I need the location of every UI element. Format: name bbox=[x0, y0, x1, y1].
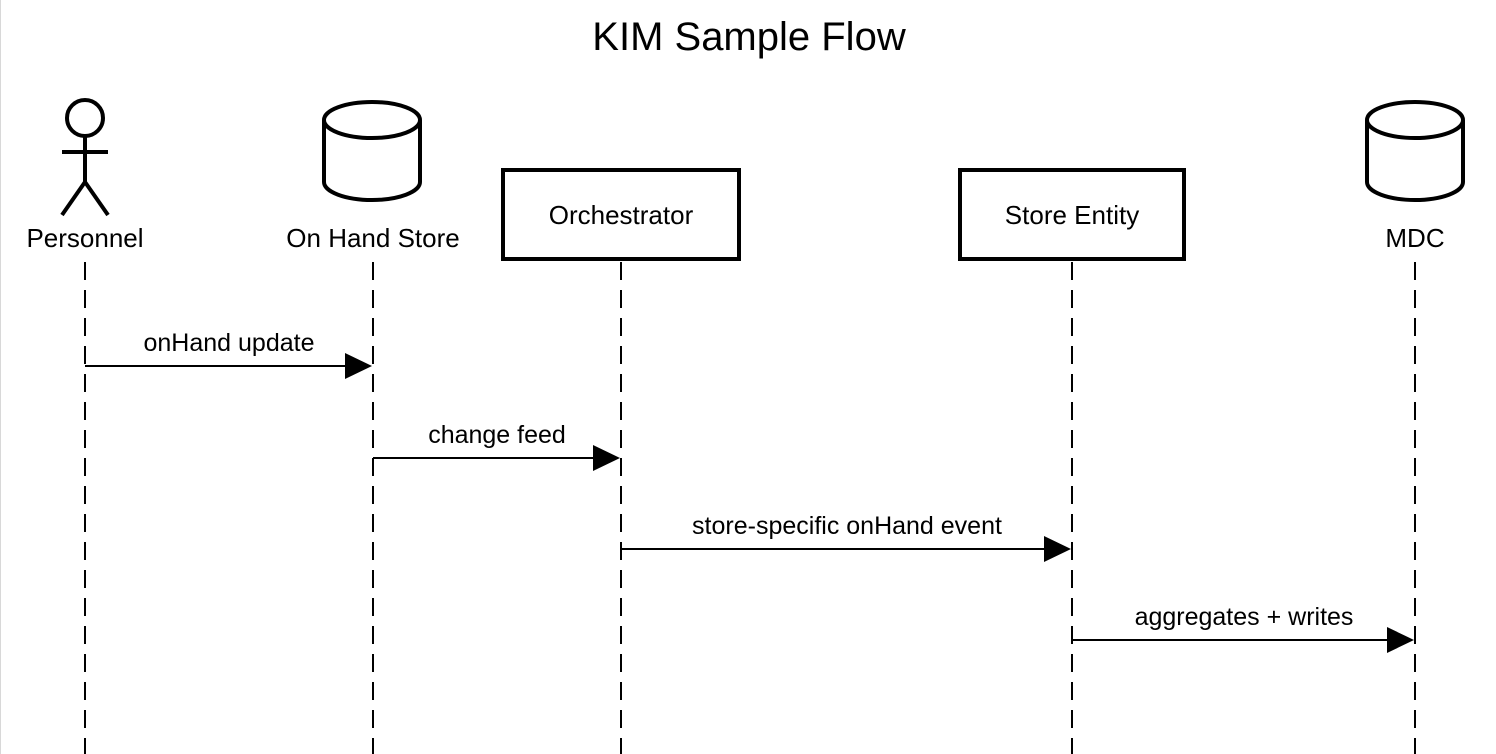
message-change-feed: change feed bbox=[373, 421, 620, 471]
database-icon bbox=[322, 100, 422, 202]
participant-orchestrator: Orchestrator bbox=[501, 168, 741, 261]
arrowhead-icon bbox=[593, 445, 620, 471]
arrowhead-icon bbox=[1387, 627, 1414, 653]
participant-mdc: MDC bbox=[1365, 100, 1465, 253]
actor-icon bbox=[60, 98, 110, 217]
participant-label-orchestrator: Orchestrator bbox=[549, 200, 694, 230]
message-store-specific-onhand-event: store-specific onHand event bbox=[621, 512, 1071, 562]
message-label: change feed bbox=[428, 421, 566, 449]
arrowhead-icon bbox=[345, 353, 372, 379]
participant-label-on-hand-store: On Hand Store bbox=[286, 223, 459, 253]
participant-box-orchestrator bbox=[501, 168, 741, 261]
arrowhead-icon bbox=[1044, 536, 1071, 562]
message-aggregates-writes: aggregates + writes bbox=[1072, 603, 1414, 653]
message-label: onHand update bbox=[144, 329, 315, 357]
participant-label-personnel: Personnel bbox=[26, 223, 143, 253]
participant-label-mdc: MDC bbox=[1385, 223, 1444, 253]
participant-box-store-entity bbox=[958, 168, 1186, 261]
participant-store-entity: Store Entity bbox=[958, 168, 1186, 261]
database-icon bbox=[1365, 100, 1465, 202]
message-onhand-update: onHand update bbox=[85, 329, 372, 379]
participant-label-store-entity: Store Entity bbox=[1005, 200, 1139, 230]
message-label: store-specific onHand event bbox=[692, 512, 1002, 540]
participant-on-hand-store: On Hand Store bbox=[286, 100, 460, 253]
message-label: aggregates + writes bbox=[1135, 603, 1354, 631]
diagram-title: KIM Sample Flow bbox=[592, 15, 906, 59]
participant-personnel: Personnel bbox=[26, 98, 144, 253]
